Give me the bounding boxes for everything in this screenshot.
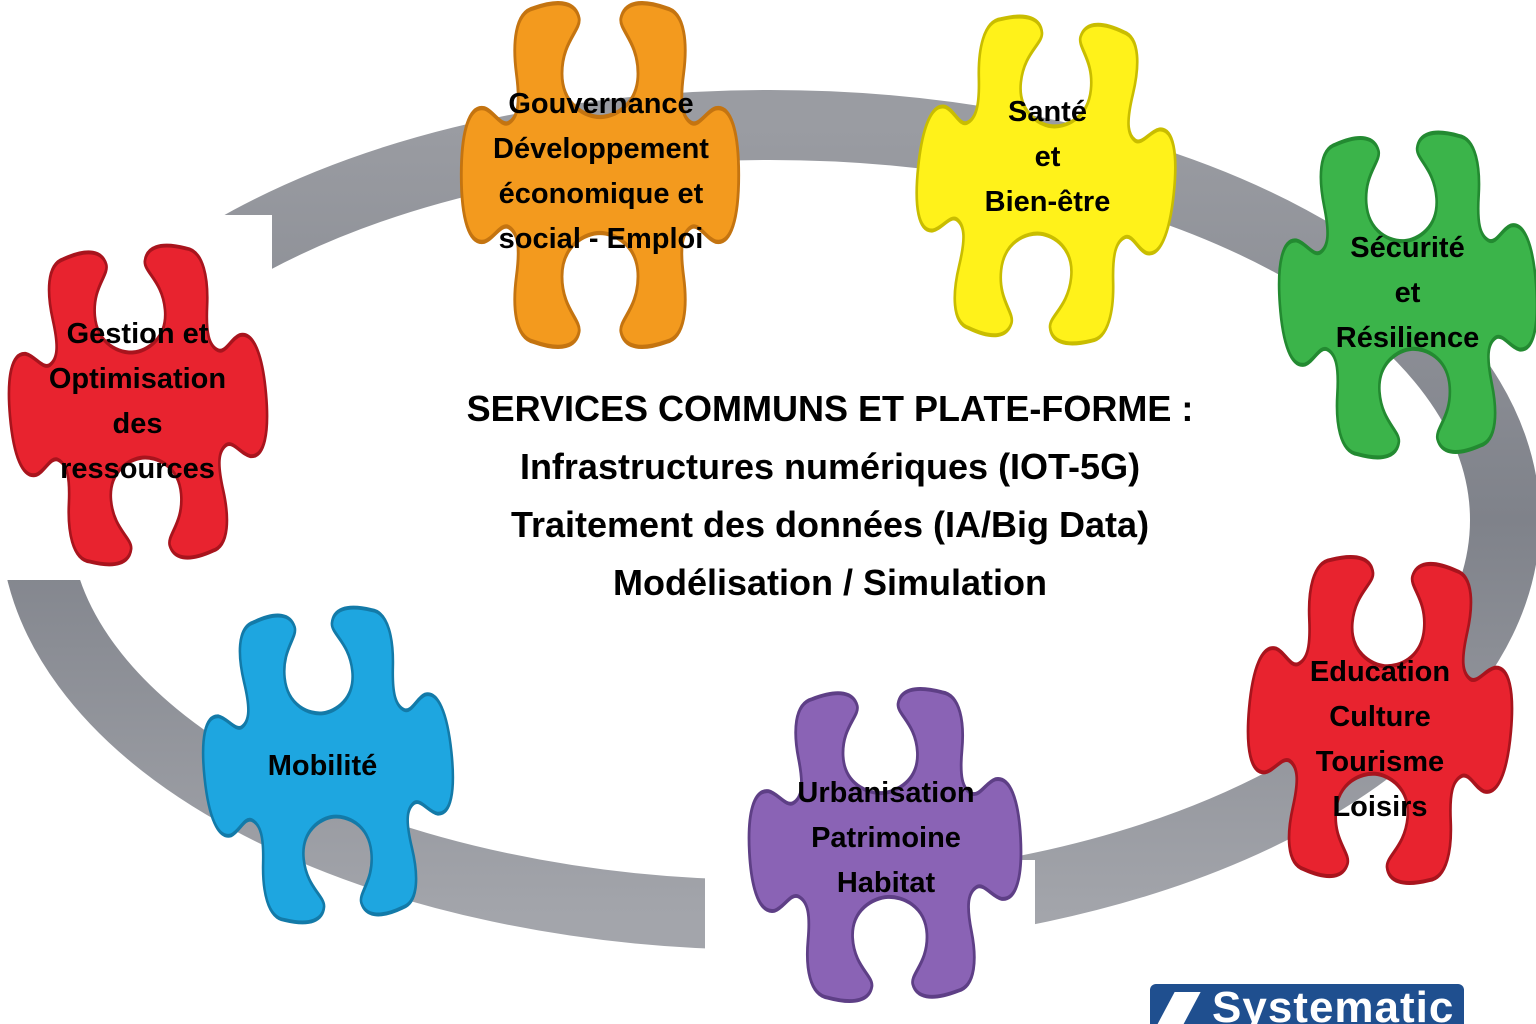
label-line: Développement <box>493 133 709 165</box>
label-education: Education Culture Tourisme Loisirs <box>1290 650 1470 830</box>
label-gestion: Gestion et Optimisation des ressources <box>30 312 245 492</box>
center-line: Infrastructures numériques (IOT-5G) <box>519 446 1141 487</box>
label-line: Gouvernance <box>508 88 694 120</box>
label-line: Optimisation <box>48 363 227 395</box>
label-line: Gestion et <box>66 318 209 350</box>
label-line: Habitat <box>836 867 936 899</box>
center-services-text: SERVICES COMMUNS ET PLATE-FORME : Infras… <box>340 380 1320 612</box>
label-line: Bien-être <box>984 186 1111 218</box>
center-line: Modélisation / Simulation <box>612 562 1048 603</box>
label-sante: Santé et Bien-être <box>960 90 1135 225</box>
label-line: Mobilité <box>267 750 378 782</box>
label-mobilite: Mobilité <box>250 744 395 789</box>
label-line: Patrimoine <box>811 822 961 854</box>
label-line: social - Emploi <box>498 223 704 255</box>
label-line: et <box>1034 141 1061 173</box>
label-line: Culture <box>1329 701 1431 733</box>
label-line: Sécurité <box>1350 232 1465 264</box>
label-line: Loisirs <box>1332 791 1428 823</box>
label-line: et <box>1394 277 1421 309</box>
label-line: Education <box>1309 656 1451 688</box>
label-line: ressources <box>60 453 215 485</box>
label-line: Urbanisation <box>797 777 975 809</box>
label-securite: Sécurité et Résilience <box>1320 226 1495 361</box>
label-gouvernance: Gouvernance Développement économique et … <box>470 82 732 262</box>
label-line: économique et <box>498 178 704 210</box>
logo-mark-icon <box>1153 992 1201 1024</box>
label-line: Résilience <box>1335 322 1480 354</box>
label-line: Tourisme <box>1315 746 1445 778</box>
label-urbanisation: Urbanisation Patrimoine Habitat <box>780 771 992 906</box>
systematic-logo: Systematic <box>1150 984 1464 1024</box>
center-line: SERVICES COMMUNS ET PLATE-FORME : <box>466 388 1194 429</box>
logo-text: Systematic <box>1212 984 1455 1024</box>
label-line: des <box>112 408 163 440</box>
label-line: Santé <box>1008 96 1087 128</box>
center-line: Traitement des données (IA/Big Data) <box>510 504 1150 545</box>
